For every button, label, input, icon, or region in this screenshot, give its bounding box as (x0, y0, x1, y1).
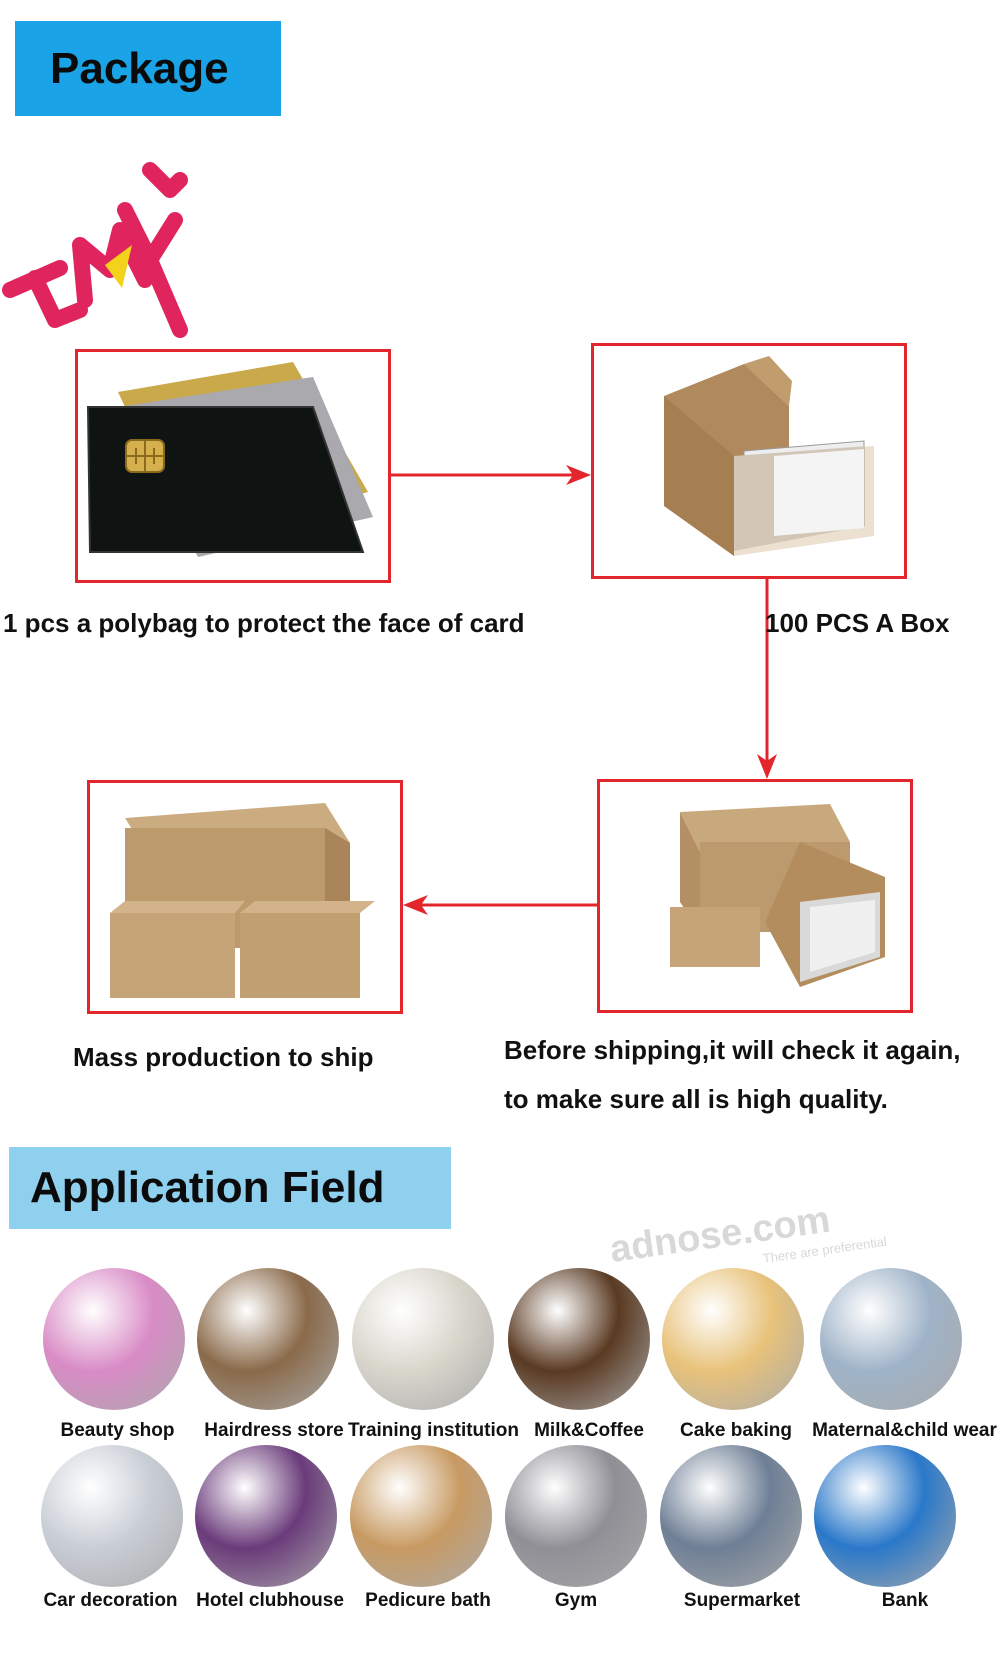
training-institution-photo (352, 1268, 494, 1410)
milk-coffee-photo (508, 1268, 650, 1410)
step4-caption: Mass production to ship (73, 1042, 374, 1072)
application-banner: Application Field (9, 1147, 451, 1229)
hairdress-store-photo (197, 1268, 339, 1410)
maternal-child-wear-label: Maternal&child wear (812, 1420, 997, 1441)
bank-photo (814, 1445, 956, 1587)
step3-caption-line2: to make sure all is high quality. (504, 1084, 888, 1114)
open-box-image (591, 343, 907, 579)
package-banner: Package (15, 21, 281, 116)
cake-baking-photo (662, 1268, 804, 1410)
step3-caption-line1: Before shipping,it will check it again, (504, 1035, 961, 1065)
hotel-clubhouse-photo (195, 1445, 337, 1587)
inspection-boxes-image (597, 779, 913, 1013)
cake-baking-label: Cake baking (680, 1420, 792, 1441)
milk-coffee-label: Milk&Coffee (534, 1420, 644, 1441)
hairdress-store-label: Hairdress store (204, 1420, 344, 1441)
step1-caption: 1 pcs a polybag to protect the face of c… (3, 608, 525, 638)
maternal-child-wear-photo (820, 1268, 962, 1410)
car-decoration-label: Car decoration (43, 1590, 178, 1611)
car-decoration-photo (41, 1445, 183, 1587)
arrow-left (403, 890, 597, 920)
application-title: Application Field (30, 1163, 385, 1212)
pedicure-bath-photo (350, 1445, 492, 1587)
brand-logo (0, 150, 210, 340)
package-title: Package (50, 43, 229, 93)
arrow-down (752, 579, 782, 779)
gym-photo (505, 1445, 647, 1587)
beauty-shop-photo (43, 1268, 185, 1410)
hotel-clubhouse-label: Hotel clubhouse (196, 1590, 344, 1611)
polybag-card-image (75, 349, 391, 583)
mass-production-image (87, 780, 403, 1014)
application-grid: Beauty shop Hairdress store Training ins… (0, 1268, 1000, 1658)
supermarket-photo (660, 1445, 802, 1587)
bank-label: Bank (881, 1590, 929, 1611)
pedicure-bath-label: Pedicure bath (365, 1590, 491, 1611)
training-institution-label: Training institution (348, 1420, 519, 1441)
step2-caption: 100 PCS A Box (765, 608, 950, 638)
arrow-right (391, 460, 591, 490)
supermarket-label: Supermarket (683, 1590, 801, 1611)
beauty-shop-label: Beauty shop (60, 1420, 175, 1441)
gym-label: Gym (554, 1590, 598, 1611)
